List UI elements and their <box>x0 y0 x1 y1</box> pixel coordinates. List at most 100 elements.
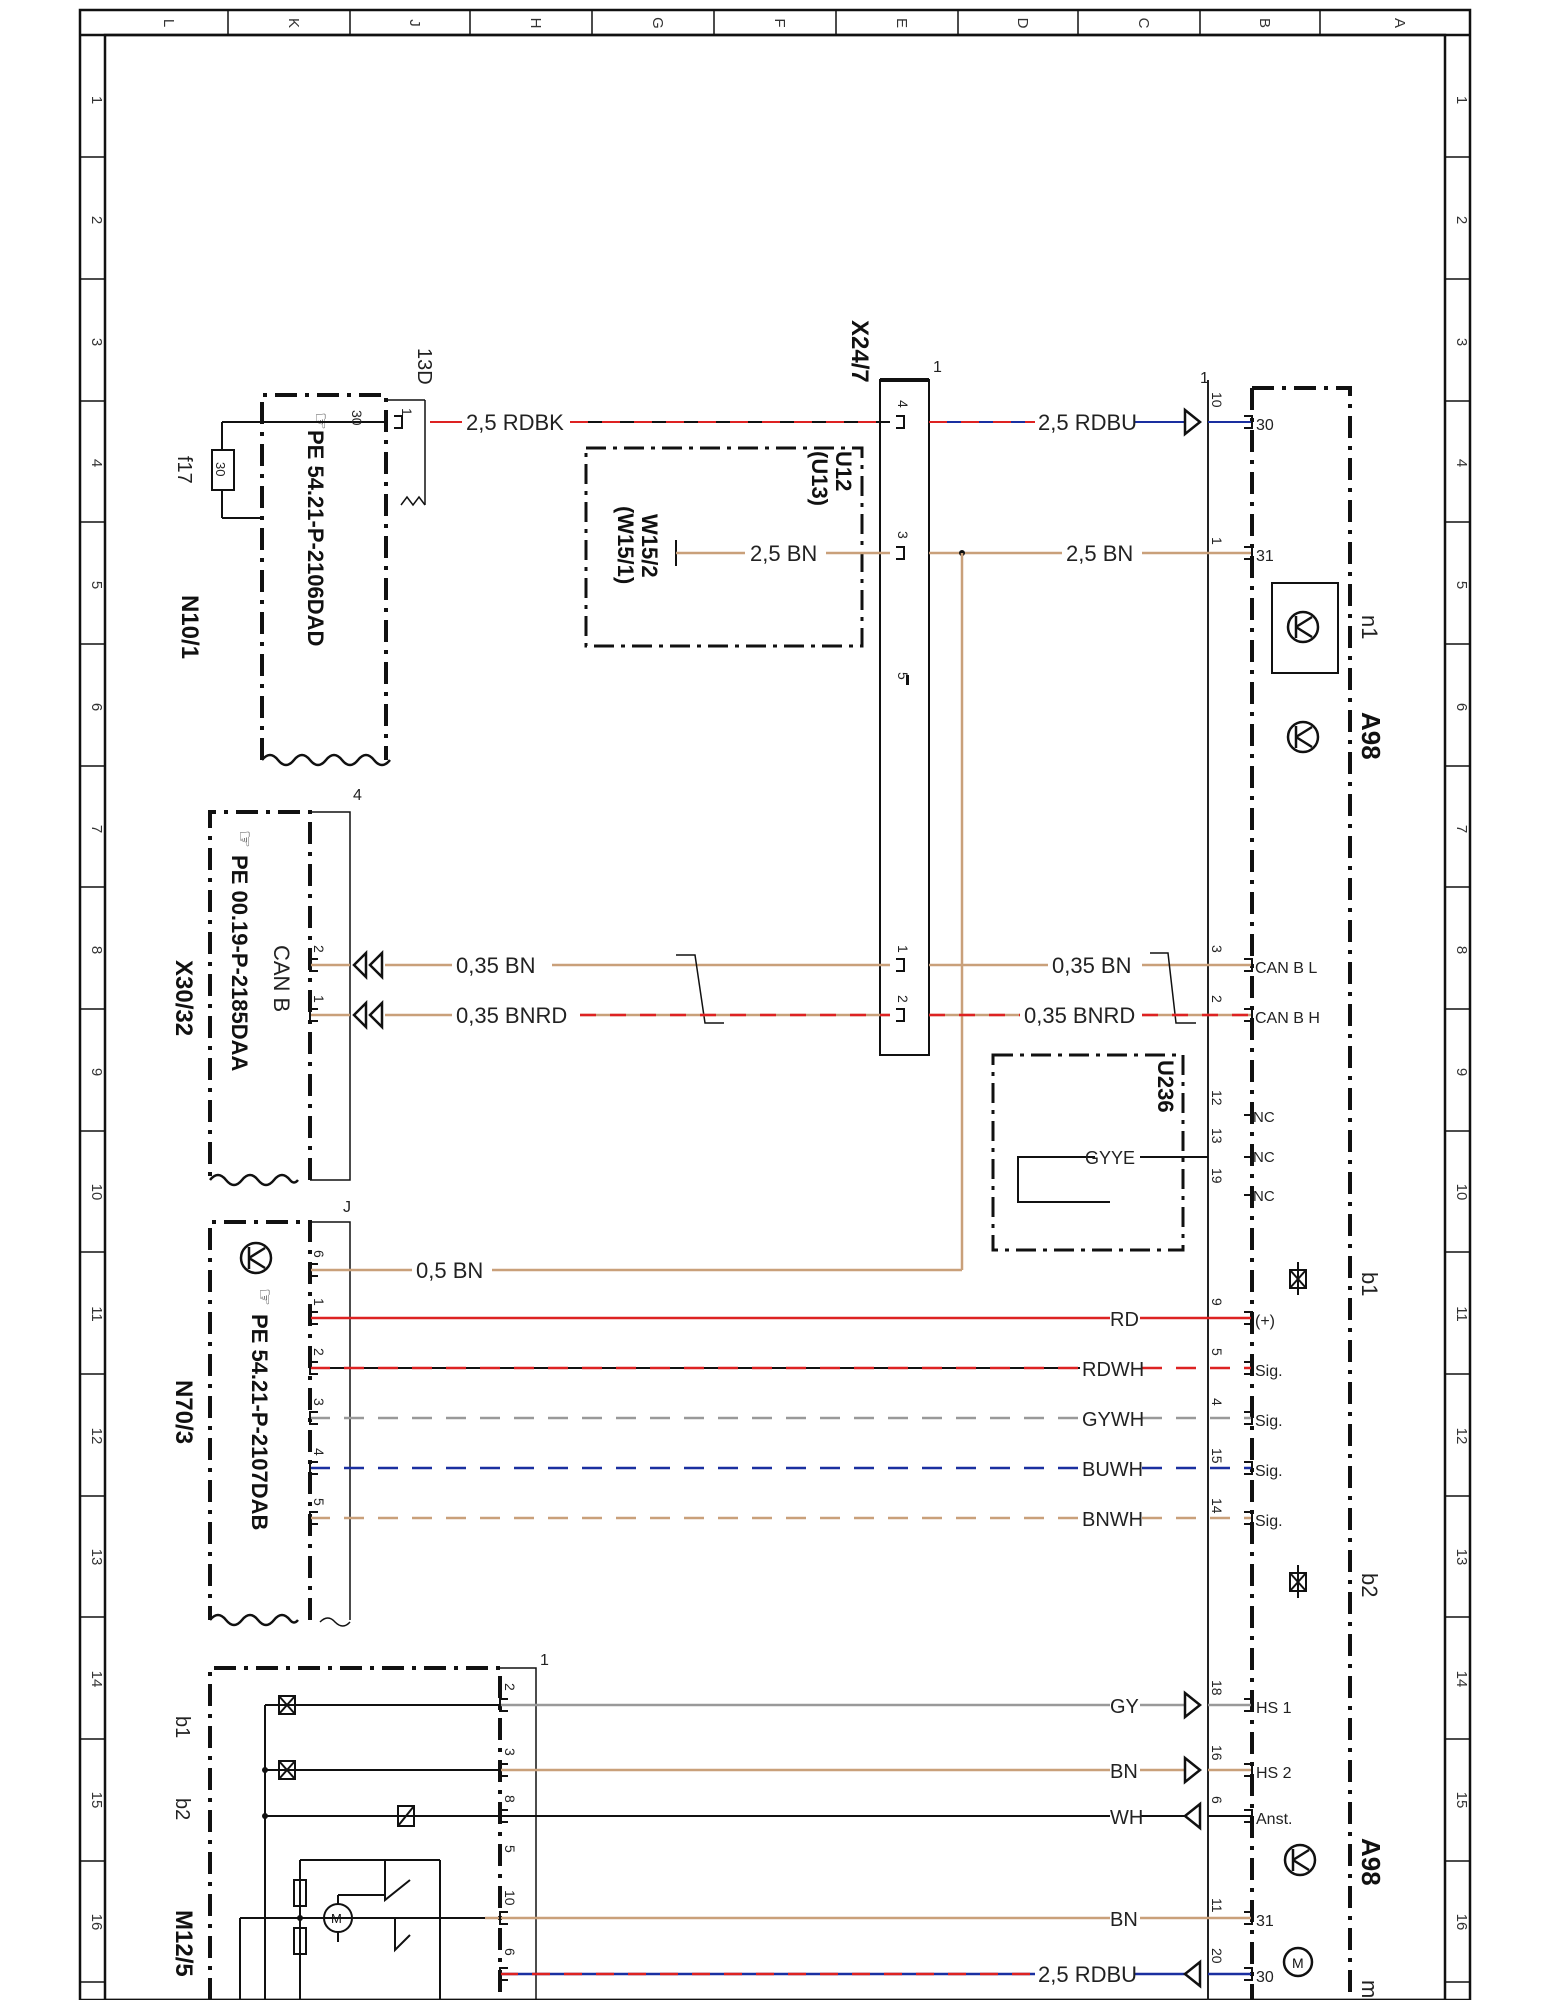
wire-label-buwh: BUWH <box>1082 1459 1143 1481</box>
u12-label: U12 <box>831 451 856 491</box>
a98-pin-1: 1 <box>1209 537 1225 545</box>
wire-rd: RD 1 9 (+) <box>310 1298 1275 1331</box>
n70-pin-3: 3 <box>311 1398 327 1406</box>
row-label-8: 8 <box>88 946 105 954</box>
row-label-10-right: 10 <box>1453 1184 1470 1201</box>
row-label-6-right: 6 <box>1453 703 1470 711</box>
n10-1-conn-pin: 1 <box>399 408 415 416</box>
u236-pin-12: 12 <box>1209 1090 1225 1106</box>
ref-13d: 13D <box>413 348 435 385</box>
wire-rdbu-30: 2,5 RDBU 20 30 <box>500 1948 1274 1989</box>
row-label-4-right: 4 <box>1453 459 1470 467</box>
row-label-1: 1 <box>88 96 105 104</box>
wire-gywh: GYWH 3 4 Sig. <box>310 1398 1283 1431</box>
row-label-15: 15 <box>88 1792 105 1809</box>
row-label-4: 4 <box>88 459 105 467</box>
x30-32-top-index: 4 <box>353 787 362 804</box>
a98-term-sig-2: Sig. <box>1255 1413 1283 1430</box>
ground-alt-label: (W15/1) <box>613 506 638 584</box>
m12-pin-6: 6 <box>502 1948 518 1956</box>
x30-pin-2: 2 <box>311 945 327 953</box>
a98-pin-15: 15 <box>1209 1448 1225 1464</box>
wire-label-rdbu: 2,5 RDBU <box>1038 410 1137 435</box>
m12-5-module: 1 M12/5 b1 b2 M 2 <box>170 1652 549 2000</box>
wire-bn-hs2: BN 16 HS 2 <box>500 1745 1292 1785</box>
wire-buwh: BUWH 4 15 Sig. <box>310 1448 1283 1481</box>
x24-pin-1: 1 <box>895 945 911 953</box>
n1-box <box>1271 582 1339 674</box>
a98-term-hs2: HS 2 <box>1256 1765 1292 1782</box>
wire-can-b-high: 0,35 BNRD 0,35 BNRD 1 2 2 CAN B H <box>310 995 1320 1031</box>
u236-pin-13: 13 <box>1209 1128 1225 1144</box>
wire-bn-31: BN 11 31 <box>485 1898 1274 1931</box>
row-label-3: 3 <box>88 338 105 346</box>
n10-1-label: N10/1 <box>176 595 203 659</box>
arrow-icon <box>1182 1801 1202 1831</box>
row-label-14-right: 14 <box>1453 1671 1470 1688</box>
a98-term-hs1: HS 1 <box>1256 1700 1292 1717</box>
a98-pin-10: 10 <box>1209 392 1225 408</box>
x24-pin-3: 3 <box>895 531 911 539</box>
col-label-G: G <box>649 17 666 29</box>
wire-can-b-low: 0,35 BN 0,35 BN 2 1 3 CAN B L <box>310 945 1317 1024</box>
wire-label-0-5-bn: 0,5 BN <box>416 1258 483 1283</box>
row-label-6: 6 <box>88 703 105 711</box>
a98-pin-20: 20 <box>1209 1948 1225 1964</box>
x24-7-label: X24/7 <box>846 320 873 383</box>
a98-term-can-l: CAN B L <box>1255 960 1317 977</box>
x30-32-label: X30/32 <box>170 960 197 1036</box>
transistor-icon <box>239 1241 273 1275</box>
row-label-3-right: 3 <box>1453 338 1470 346</box>
row-labels: 1 1 2 2 3 3 4 4 5 5 6 6 7 7 8 8 9 9 10 1… <box>88 96 1470 1931</box>
a98-label: A98 <box>1356 712 1386 760</box>
a98-term-30-lower: 30 <box>1256 1969 1274 1986</box>
wire-label-can-l-a98: 0,35 BN <box>1052 953 1132 978</box>
a98-term-plus: (+) <box>1255 1313 1275 1330</box>
a98-top-index: 1 <box>1200 370 1209 387</box>
row-label-14: 14 <box>88 1671 105 1688</box>
row-label-11-right: 11 <box>1453 1306 1470 1322</box>
reference-hand-icon: ☞ <box>233 830 255 848</box>
can-b-label: CAN B <box>269 945 294 1012</box>
a98-pin-2: 2 <box>1209 995 1225 1003</box>
row-label-12: 12 <box>88 1428 105 1445</box>
m12-pin-2: 2 <box>502 1683 518 1691</box>
col-label-F: F <box>771 18 788 27</box>
u12-box: U12 (U13) W15/2 (W15/1) <box>584 446 864 648</box>
n70-pin-5: 5 <box>311 1498 327 1506</box>
a98-label-lower: A98 <box>1356 1838 1386 1886</box>
fuse-icon <box>211 449 235 491</box>
m12-pin-3: 3 <box>502 1748 518 1756</box>
motor-icon: M <box>331 1911 342 1926</box>
a98-term-31-lower: 31 <box>1256 1913 1274 1930</box>
m12-5-top-index: 1 <box>540 1652 549 1669</box>
wire-label-wh: WH <box>1110 1807 1143 1829</box>
wire-label-gywh: GYWH <box>1082 1409 1144 1431</box>
hall-sensor-icon <box>1289 1565 1307 1598</box>
a98-pin-11: 11 <box>1209 1898 1225 1913</box>
wire-wh-anst: WH 6 Anst. <box>500 1796 1292 1831</box>
x30-32-connector: 4 CAN B ☞ PE 00.19-P-2185DAA X30/32 <box>170 787 362 1187</box>
row-label-11: 11 <box>88 1306 105 1322</box>
wire-bn-n70: 0,5 BN 6 <box>310 1250 962 1283</box>
arrow-icon <box>1182 1959 1202 1989</box>
a98-term-sig-3: Sig. <box>1255 1463 1283 1480</box>
u236-box: U236 GYYE 12 13 19 NC NC NC <box>991 1053 1275 1252</box>
col-label-E: E <box>893 18 910 28</box>
wire-label-can-l: 0,35 BN <box>456 953 536 978</box>
col-label-L: L <box>160 19 177 27</box>
a98-term-can-h: CAN B H <box>1255 1010 1320 1027</box>
x30-pin-1: 1 <box>311 995 327 1003</box>
a98-nc-term-1: NC <box>1253 1109 1275 1126</box>
m12-5-b2-label: b2 <box>171 1798 193 1820</box>
wire-gy-hs1: GY 18 HS 1 <box>500 1680 1292 1720</box>
wire-label-bnwh: BNWH <box>1082 1509 1143 1531</box>
n70-3-top-index: J <box>343 1199 351 1216</box>
fuse-value: 30 <box>213 462 228 476</box>
a98-nc-term-3: NC <box>1253 1188 1275 1205</box>
a98-module: 1 A98 A98 n1 b1 b2 m1 M <box>1200 370 1386 2000</box>
a98-pin-4: 4 <box>1209 1398 1225 1406</box>
n70-3-module: J ☞ PE 54.21-P-2107DAB N70/3 <box>170 1199 351 1627</box>
row-label-13-right: 13 <box>1453 1549 1470 1566</box>
